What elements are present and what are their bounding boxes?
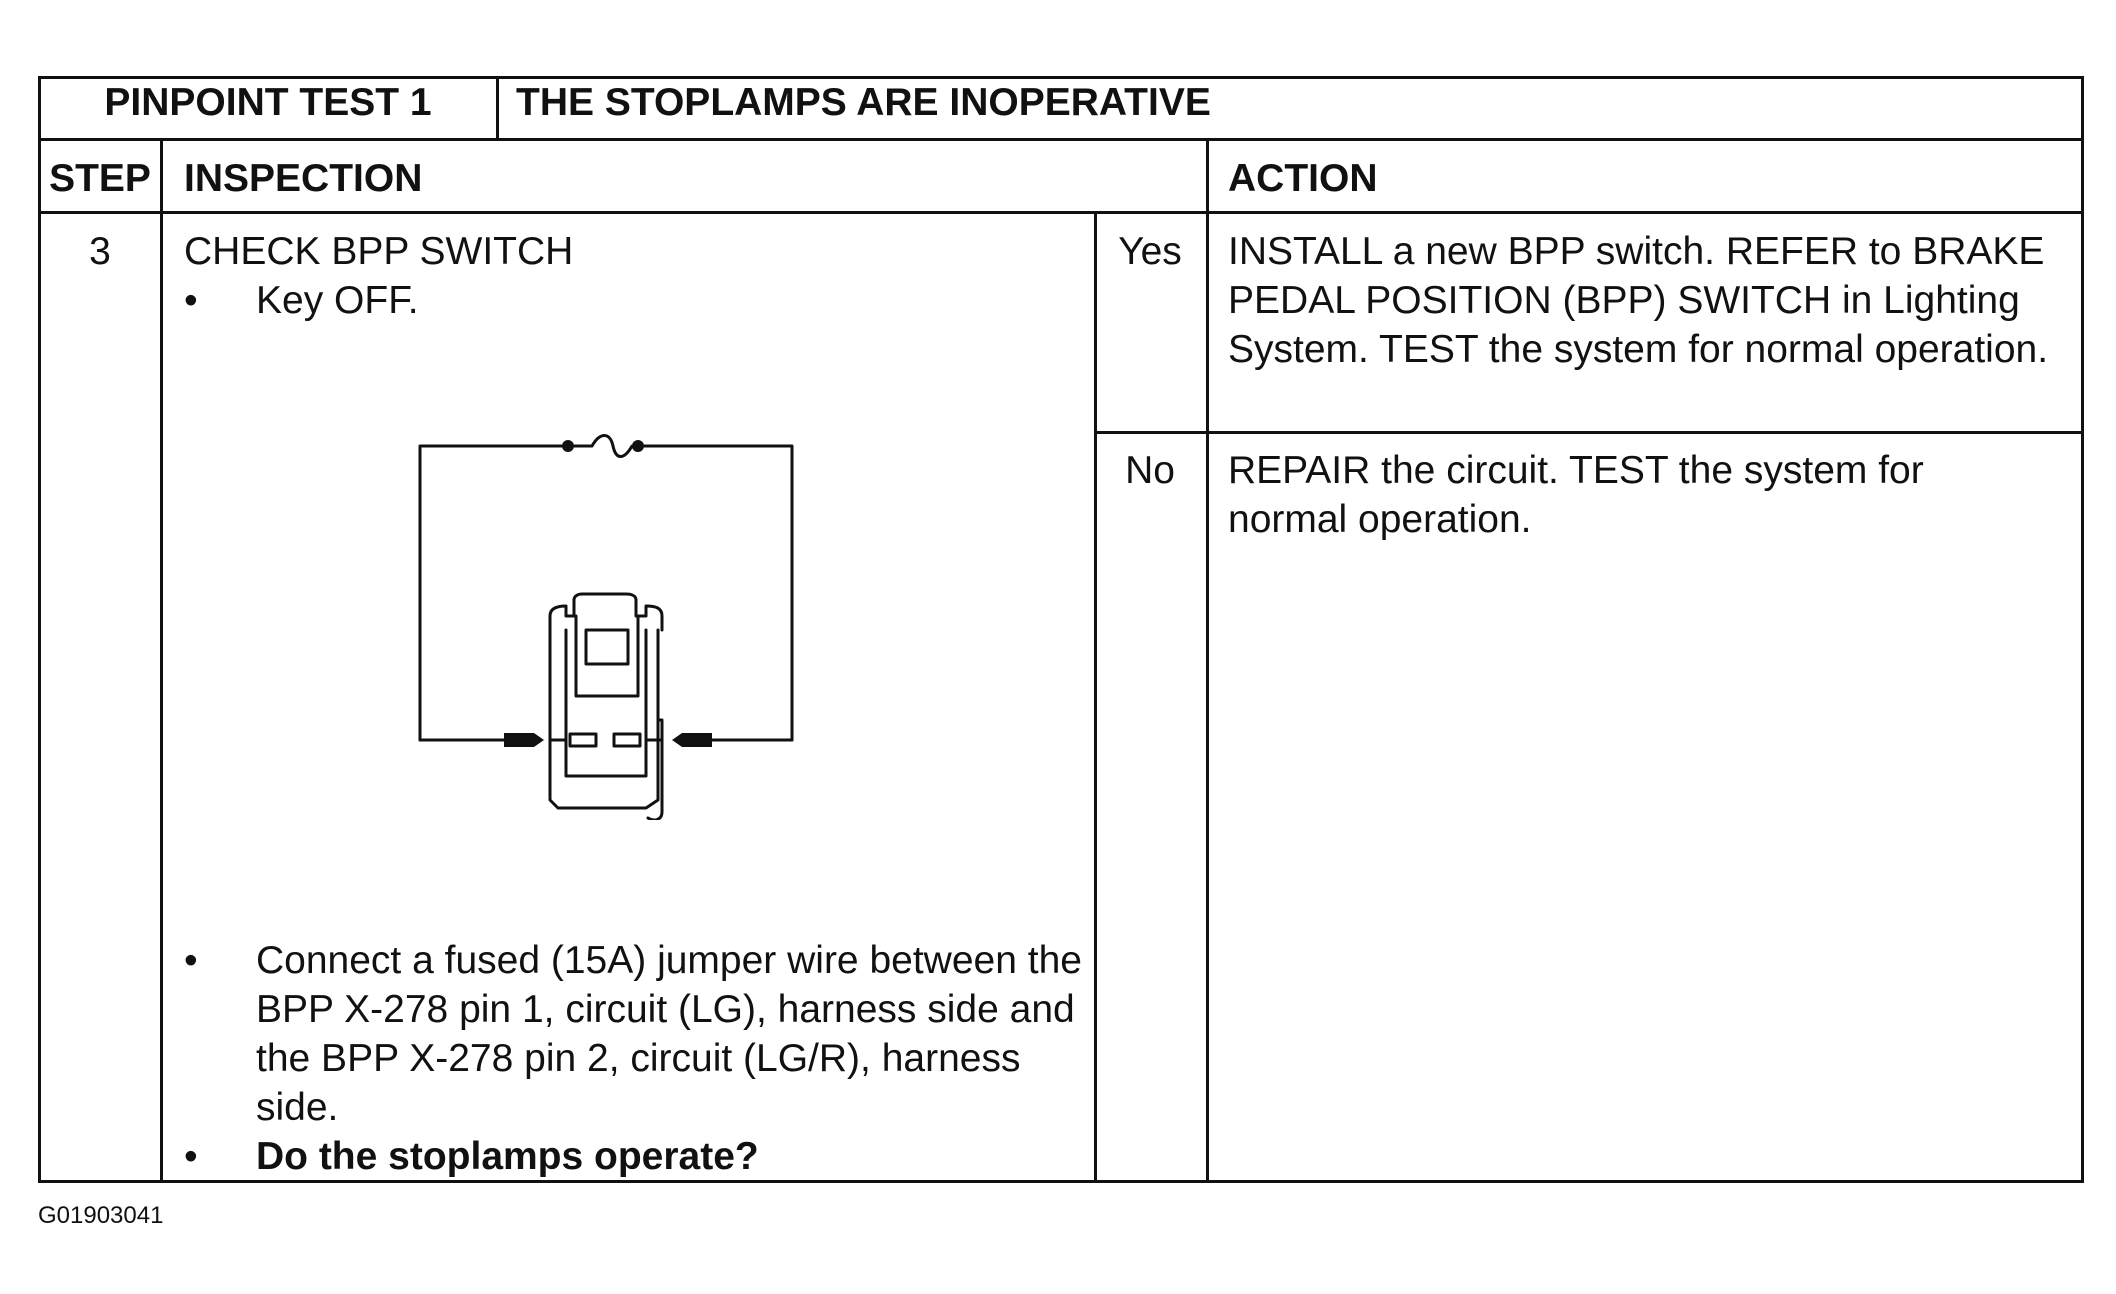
frame-right: [2081, 76, 2084, 1183]
column-header-step: STEP: [49, 157, 151, 200]
frame-top: [38, 76, 2084, 79]
divider-answer: [1094, 211, 1097, 1183]
inspection-bullet: • Connect a fused (15A) jumper wire betw…: [184, 936, 1096, 1132]
rule-below-title: [38, 138, 2084, 141]
step-number: 3: [89, 230, 111, 273]
answer-yes: Yes: [1118, 230, 1182, 273]
bullet-icon: •: [184, 939, 198, 982]
test-label: PINPOINT TEST 1: [104, 81, 432, 124]
jumper-wire-icon: [418, 444, 570, 742]
bullet-icon: •: [184, 1135, 198, 1178]
column-header-inspection: INSPECTION: [184, 157, 423, 200]
divider-title: [496, 76, 499, 140]
figure-id: G01903041: [38, 1202, 164, 1229]
divider-step: [160, 138, 163, 1183]
inspection-title: CHECK BPP SWITCH: [184, 230, 574, 273]
answer-no: No: [1125, 449, 1175, 492]
action-no: REPAIR the circuit. TEST the system for …: [1228, 449, 1924, 541]
inspection-bullet: • Key OFF.: [184, 276, 1136, 325]
action-yes: INSTALL a new BPP switch. REFER to BRAKE…: [1228, 230, 2049, 371]
divider-action: [1206, 138, 1209, 1183]
inspection-bullet: • Do the stoplamps operate?: [184, 1132, 1136, 1181]
test-title: THE STOPLAMPS ARE INOPERATIVE: [516, 81, 1211, 124]
column-header-action: ACTION: [1228, 157, 1378, 200]
bpp-switch-diagram: [418, 434, 794, 820]
bullet-text: Connect a fused (15A) jumper wire betwee…: [256, 939, 1082, 1129]
bullet-question: Do the stoplamps operate?: [256, 1135, 759, 1178]
frame-bottom: [38, 1180, 2084, 1183]
bullet-text: Key OFF.: [256, 279, 419, 322]
bullet-icon: •: [184, 279, 198, 322]
frame-left: [38, 76, 41, 1183]
rule-below-headers: [38, 211, 2084, 214]
rule-yes-no: [1094, 431, 2084, 434]
